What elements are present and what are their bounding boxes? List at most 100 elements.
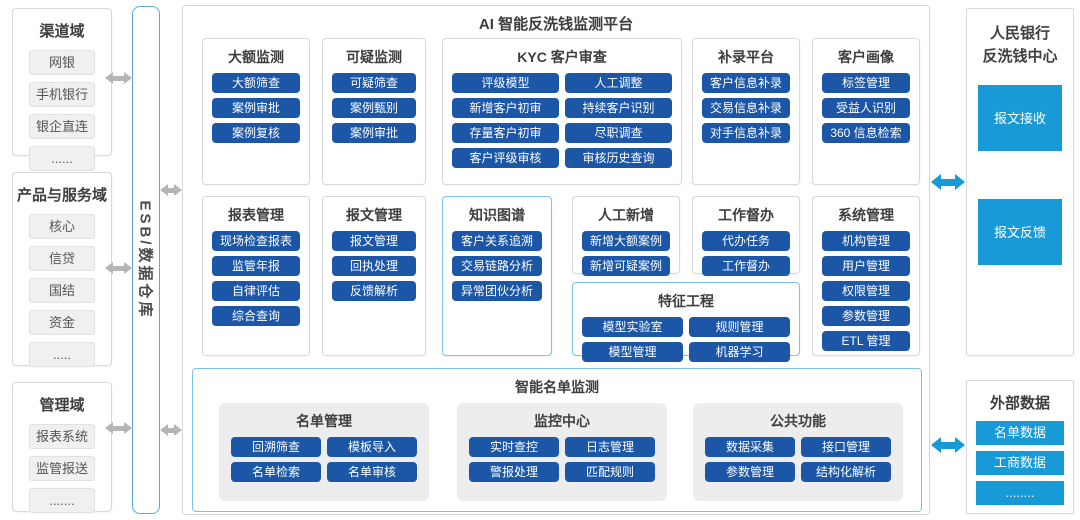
- module-feature-engineering-item: 规则管理: [689, 317, 790, 337]
- group-title: 监控中心: [534, 413, 590, 429]
- panel-external-data-item: 工商数据: [976, 451, 1064, 476]
- module-kyc-review-item: 评级模型: [452, 73, 559, 93]
- arrow-product-esb: [105, 261, 132, 275]
- group-title: 公共功能: [770, 413, 826, 429]
- module-work-supervision: 工作督办代办任务工作督办: [692, 196, 800, 276]
- arrow-bar: [111, 265, 126, 271]
- module-report-management-item: 自律评估: [212, 281, 300, 301]
- domain-box-management-item: .......: [29, 488, 95, 513]
- arrow-platform-external-data: [931, 436, 965, 454]
- module-system-management-item: 机构管理: [822, 231, 910, 251]
- group-monitor-center-item: 匹配规则: [565, 462, 655, 482]
- domain-box-product-service-item: 信贷: [29, 246, 95, 271]
- domain-box-channel-item: 网银: [29, 50, 95, 75]
- panel-item-list: 报文接收报文反馈: [967, 84, 1073, 265]
- module-report-management-item: 监管年报: [212, 256, 300, 276]
- module-large-amount-monitoring: 大额监测大额筛查案例审批案例复核: [202, 38, 310, 185]
- domain-box-channel-item: 手机银行: [29, 82, 95, 107]
- group-monitor-center-item: 警报处理: [469, 462, 559, 482]
- module-item-list: 评级模型人工调整新增客户初审持续客户识别存量客户初审尽职调查客户评级审核审核历史…: [443, 73, 681, 168]
- arrow-bar: [939, 441, 957, 449]
- module-system-management-item: ETL 管理: [822, 331, 910, 351]
- domain-item-list: 报表系统监管报送.......: [13, 424, 111, 513]
- module-item-list: 可疑筛查案例甄别案例审批: [323, 73, 425, 143]
- module-item-list: 报文管理回执处理反馈解析: [323, 231, 425, 301]
- module-title: 补录平台: [718, 49, 774, 65]
- module-title: KYC 客户审查: [517, 49, 607, 65]
- module-item-list: 新增大额案例新增可疑案例: [573, 231, 679, 276]
- module-large-amount-monitoring-item: 案例复核: [212, 123, 300, 143]
- group-common-functions-item: 结构化解析: [801, 462, 891, 482]
- module-title: 客户画像: [838, 49, 894, 65]
- module-title: 报表管理: [228, 207, 284, 223]
- domain-box-product-service-item: 国结: [29, 278, 95, 303]
- panel-external-data-item: ........: [976, 481, 1064, 506]
- esb-label: ESB/数据仓库: [136, 200, 154, 320]
- module-title: 特征工程: [658, 293, 714, 309]
- arrow-management-esb: [105, 421, 132, 435]
- group-list-management-item: 名单检索: [231, 462, 321, 482]
- module-item-list: 大额筛查案例审批案例复核: [203, 73, 309, 143]
- domain-box-product-service-item: .....: [29, 342, 95, 367]
- panel-title: 人民银行 反洗钱中心: [982, 25, 1058, 66]
- module-kyc-review-item: 客户评级审核: [452, 148, 559, 168]
- list-monitoring-box: 智能名单监测 名单管理回溯筛查模板导入名单检索名单审核 监控中心实时查控日志管理…: [192, 368, 922, 512]
- module-customer-profile-item: 360 信息检索: [822, 123, 910, 143]
- module-kyc-review-item: 持续客户识别: [565, 98, 672, 118]
- panel-external-data: 外部数据 名单数据工商数据........: [966, 380, 1074, 514]
- group-common-functions-item: 参数管理: [705, 462, 795, 482]
- module-kyc-review-item: 新增客户初审: [452, 98, 559, 118]
- domain-title: 渠道域: [39, 23, 85, 40]
- group-monitor-center-item: 实时查控: [469, 437, 559, 457]
- domain-box-product-service-item: 资金: [29, 310, 95, 335]
- module-feature-engineering: 特征工程模型实验室规则管理模型管理机器学习: [572, 282, 800, 362]
- module-system-management-item: 参数管理: [822, 306, 910, 326]
- module-manual-add-item: 新增大额案例: [582, 231, 670, 251]
- module-report-management-item: 现场检查报表: [212, 231, 300, 251]
- panel-item-list: 名单数据工商数据........: [967, 421, 1073, 506]
- module-supplement-platform-item: 对手信息补录: [702, 123, 790, 143]
- module-customer-profile-item: 标签管理: [822, 73, 910, 93]
- module-kyc-review-item: 存量客户初审: [452, 123, 559, 143]
- module-knowledge-graph-item: 异常团伙分析: [452, 281, 542, 301]
- arrow-esb-platform-lower: [160, 423, 182, 437]
- module-work-supervision-item: 工作督办: [702, 256, 790, 276]
- module-item-list: 代办任务工作督办: [693, 231, 799, 276]
- arrow-bar: [939, 178, 957, 186]
- module-work-supervision-item: 代办任务: [702, 231, 790, 251]
- module-message-management-item: 反馈解析: [332, 281, 416, 301]
- module-manual-add-item: 新增可疑案例: [582, 256, 670, 276]
- module-supplement-platform-item: 客户信息补录: [702, 73, 790, 93]
- module-knowledge-graph-item: 交易链路分析: [452, 256, 542, 276]
- domain-item-list: 网银手机银行银企直连......: [13, 50, 111, 171]
- platform-title: AI 智能反洗钱监测平台: [478, 16, 634, 33]
- module-suspicious-monitoring-item: 案例甄别: [332, 98, 416, 118]
- module-title: 知识图谱: [469, 207, 525, 223]
- panel-external-data-item: 名单数据: [976, 421, 1064, 446]
- panel-pboc-aml-center: 人民银行 反洗钱中心 报文接收报文反馈: [966, 8, 1074, 356]
- domain-item-list: 核心信贷国结资金.....: [13, 214, 111, 367]
- esb-data-warehouse-bar: ESB/数据仓库: [132, 6, 160, 514]
- module-item-list: 现场检查报表监管年报自律评估综合查询: [203, 231, 309, 326]
- module-message-management-item: 报文管理: [332, 231, 416, 251]
- module-report-management: 报表管理现场检查报表监管年报自律评估综合查询: [202, 196, 310, 356]
- domain-title: 管理域: [39, 397, 85, 414]
- domain-box-channel: 渠道域 网银手机银行银企直连......: [12, 8, 112, 171]
- module-feature-engineering-item: 模型管理: [582, 342, 683, 362]
- module-kyc-review-item: 尽职调查: [565, 123, 672, 143]
- panel-title: 外部数据: [989, 395, 1050, 412]
- group-list-management: 名单管理回溯筛查模板导入名单检索名单审核: [219, 403, 429, 501]
- module-kyc-review: KYC 客户审查评级模型人工调整新增客户初审持续客户识别存量客户初审尽职调查客户…: [442, 38, 682, 185]
- module-item-list: 模型实验室规则管理模型管理机器学习: [573, 317, 799, 362]
- module-manual-add: 人工新增新增大额案例新增可疑案例: [572, 196, 680, 276]
- module-title: 工作督办: [718, 207, 774, 223]
- module-report-management-item: 综合查询: [212, 306, 300, 326]
- group-common-functions: 公共功能数据采集接口管理参数管理结构化解析: [693, 403, 903, 501]
- group-item-list: 回溯筛查模板导入名单检索名单审核: [219, 437, 429, 482]
- module-supplement-platform: 补录平台客户信息补录交易信息补录对手信息补录: [692, 38, 800, 185]
- module-feature-engineering-item: 模型实验室: [582, 317, 683, 337]
- module-knowledge-graph-item: 客户关系追溯: [452, 231, 542, 251]
- arrow-platform-pboc: [931, 173, 965, 191]
